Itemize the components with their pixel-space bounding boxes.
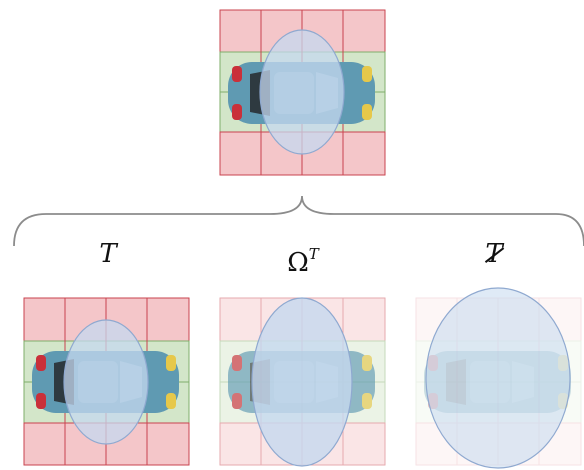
label-t-not-text: T [485,232,502,276]
probability-ellipse [252,298,352,466]
label-omega-sup: T [309,245,319,263]
label-t: T [68,232,148,276]
panel-t [24,298,189,465]
label-t-not: T [454,232,534,276]
label-t-text: T [99,239,116,269]
probability-ellipse [64,320,148,444]
panel-omega [220,298,385,466]
probability-ellipse [426,288,570,468]
label-omega-base: Ω [287,248,309,278]
label-omega-t: ΩT [258,232,348,276]
probability-ellipse [260,30,344,154]
source-panel [220,10,385,175]
panel-t-not [416,288,581,468]
